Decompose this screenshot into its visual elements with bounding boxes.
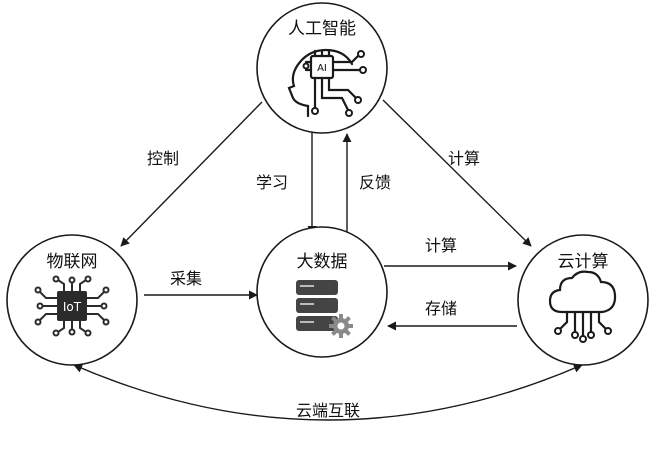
cloud-network-nodes <box>554 327 612 343</box>
ai-circuit-nodes <box>302 50 367 117</box>
edge-iot-cloud <box>73 364 583 421</box>
edge-ai-to-cloud <box>382 99 532 247</box>
label-feedback: 反馈 <box>359 173 391 192</box>
node-iot: 物联网 IoT <box>6 234 138 366</box>
database-gear-icon <box>296 280 353 338</box>
iot-chip-icon <box>39 279 105 333</box>
iot-chip-text: IoT <box>63 300 82 314</box>
ai-chip-text: AI <box>317 63 327 74</box>
label-store: 存储 <box>425 299 457 318</box>
label-control: 控制 <box>147 149 179 168</box>
label-compute-ai: 计算 <box>448 149 480 168</box>
node-iot-title: 物联网 <box>47 252 98 272</box>
node-bigdata: 大数据 <box>256 226 388 358</box>
node-cloud-title: 云计算 <box>558 252 609 272</box>
edge-ai-to-iot <box>120 101 263 247</box>
gear-icon <box>329 314 353 338</box>
iot-pin-nodes <box>34 275 110 337</box>
node-ai-title: 人工智能 <box>288 19 356 39</box>
node-cloud: 云计算 <box>517 234 649 366</box>
node-bigdata-title: 大数据 <box>297 252 348 272</box>
edge-labels: 控制 学习 反馈 计算 采集 计算 存储 云端互联 <box>147 149 480 420</box>
edges <box>73 99 583 421</box>
iot-chip-body <box>57 291 87 321</box>
cloud-network-icon <box>548 270 617 338</box>
label-learn: 学习 <box>256 173 288 192</box>
ai-head-chip-icon <box>287 48 362 118</box>
label-compute-data: 计算 <box>425 236 457 255</box>
label-collect: 采集 <box>170 269 202 288</box>
label-cloud-interconnect: 云端互联 <box>296 401 360 420</box>
node-ai: 人工智能 AI <box>256 2 388 134</box>
